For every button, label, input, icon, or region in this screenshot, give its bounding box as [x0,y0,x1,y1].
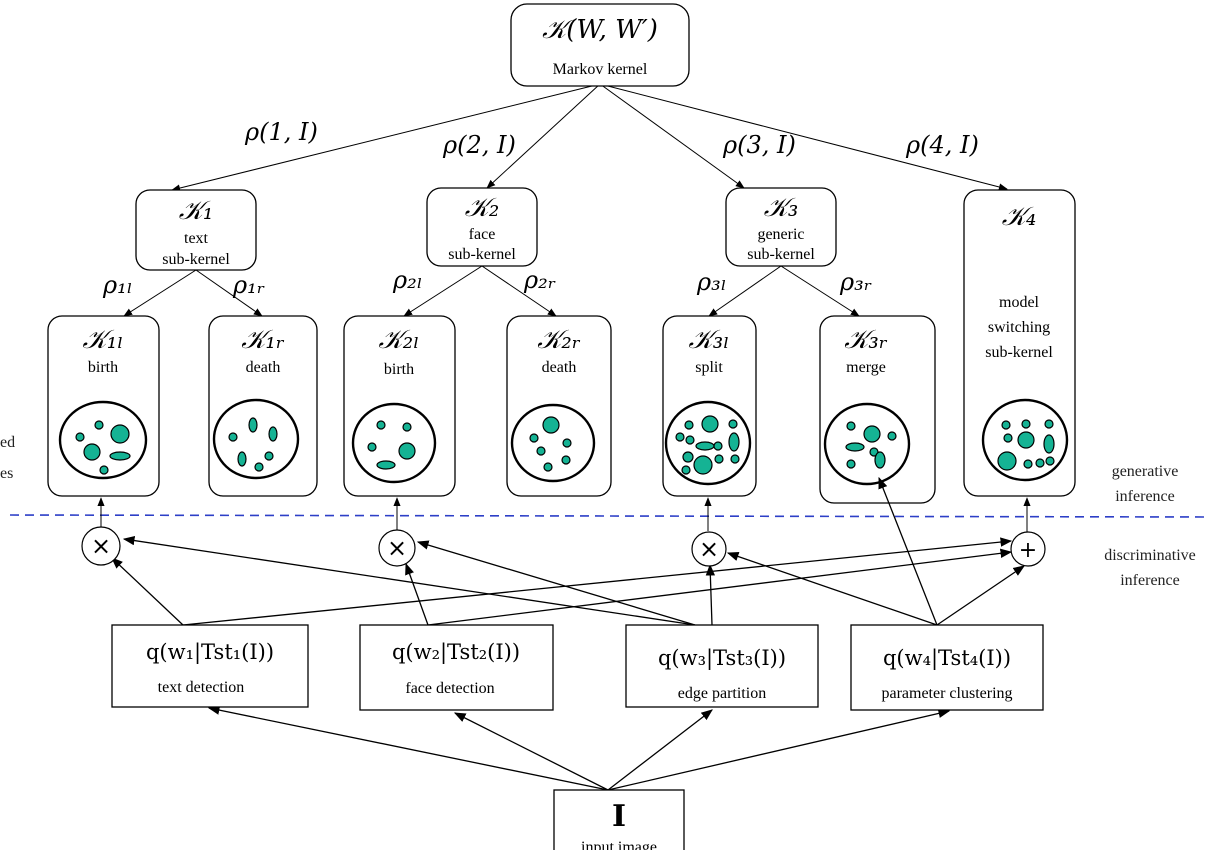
detector-edge-formula: q(w₃|Tst₃(I)) [658,646,786,671]
subkernel-edges [123,265,860,317]
detector-parameter: q(w₄|Tst₄(I)) parameter clustering [850,624,1044,711]
leaf-2l-label: birth [384,361,414,378]
branch-weight-4: ρ(4, I) [905,131,979,159]
sub-weight-1r: ρ₁ᵣ [232,271,265,299]
discriminative-label: discriminative [1104,547,1196,564]
subkernel-2-label: face [469,226,496,243]
leaf-2r-symbol: 𝒦₂ᵣ [537,325,581,355]
svg-text:×: × [91,532,111,560]
detector-parameter-label: parameter clustering [881,685,1012,702]
leaf-3r-label: merge [846,359,886,376]
svg-text:×: × [387,534,407,562]
detector-face: q(w₂|Tst₂(I)) face detection [359,624,554,711]
input-to-detector-arrows [207,705,951,791]
layer-divider [9,514,1211,518]
leaf-2l-symbol: 𝒦₂ₗ [379,325,420,355]
side-label-left: ed [0,434,15,451]
subkernel-2-label-2: sub-kernel [448,246,516,263]
root-kernel-symbol: 𝒦(W, W′) [542,15,658,45]
subkernel-4-label-3: sub-kernel [985,344,1053,361]
detector-text-formula: q(w₁|Tst₁(I)) [146,640,274,665]
detector-edge: q(w₃|Tst₃(I)) edge partition [625,624,819,708]
subkernel-4-label: model [999,294,1040,311]
branch-weight-1: ρ(1, I) [244,118,318,146]
discriminative-label-2: inference [1120,572,1180,589]
generative-label-2: inference [1115,488,1175,505]
input-image-node: I input image [553,789,685,850]
sub-weight-3r: ρ₃ᵣ [839,268,872,296]
operator-multiply-3: × [691,531,727,567]
leaf-kernel-1r: 𝒦₁ᵣ death [208,315,318,497]
detector-text: q(w₁|Tst₁(I)) text detection [111,624,309,708]
subkernel-2: 𝒦₂ face sub-kernel [426,187,538,267]
operator-plus: + [1010,531,1046,567]
operator-multiply-2: × [378,529,416,567]
sub-weights: ρ₁ₗ ρ₁ᵣ ρ₂ₗ ρ₂ᵣ ρ₃ₗ ρ₃ᵣ [102,266,872,299]
subkernel-3: 𝒦₃ generic sub-kernel [725,187,837,267]
svg-text:+: + [1019,538,1037,563]
input-image-symbol: I [612,799,626,834]
root-kernel-node: 𝒦(W, W′) Markov kernel [510,3,690,87]
sub-weight-3l: ρ₃ₗ [696,268,727,296]
leaf-kernel-3r: 𝒦₃ᵣ merge [819,315,936,504]
leaf-2r-label: death [542,359,577,376]
svg-text:×: × [699,535,719,563]
leaf-kernel-3l: 𝒦₃ₗ split [662,315,757,497]
cell-illustration [510,403,596,483]
operator-up-arrows [97,497,1031,532]
detector-face-formula: q(w₂|Tst₂(I)) [392,640,520,665]
leaf-kernel-1l: 𝒦₁ₗ birth [47,315,160,497]
leaf-3l-label: split [695,359,723,376]
root-edges [171,83,1008,192]
subkernel-4-label-2: switching [988,319,1050,336]
sub-weight-1l: ρ₁ₗ [102,271,133,299]
leaf-3r-symbol: 𝒦₃ᵣ [844,325,888,355]
detector-edge-label: edge partition [678,685,766,702]
detector-text-label: text detection [158,679,245,696]
detector-face-label: face detection [405,680,494,697]
subkernel-2-symbol: 𝒦₂ [465,193,500,223]
subkernel-1-symbol: 𝒦₁ [179,196,214,226]
sub-weight-2l: ρ₂ₗ [392,266,423,294]
leaf-3l-symbol: 𝒦₃ₗ [689,325,730,355]
generative-label: generative [1112,463,1179,480]
subkernel-1-label: text [184,230,209,247]
leaf-1r-symbol: 𝒦₁ᵣ [241,325,285,355]
leaf-1l-label: birth [88,359,118,376]
leaf-kernel-2r: 𝒦₂ᵣ death [506,315,612,497]
branch-weight-3: ρ(3, I) [722,131,796,159]
subkernel-1: 𝒦₁ text sub-kernel [135,189,257,271]
subkernel-4-cell [981,398,1069,482]
side-label-left-2: es [0,465,13,482]
sub-weight-2r: ρ₂ᵣ [523,266,556,294]
leaf-1r-label: death [246,359,281,376]
subkernel-3-label: generic [757,226,804,243]
subkernel-1-label-2: sub-kernel [162,251,230,268]
root-kernel-label: Markov kernel [553,61,648,78]
leaf-kernel-2l: 𝒦₂ₗ birth [343,315,456,497]
operator-multiply-1: × [81,526,121,566]
leaf-1l-symbol: 𝒦₁ₗ [83,325,124,355]
subkernel-3-label-2: sub-kernel [747,246,815,263]
input-image-label: input image [581,839,657,850]
detector-parameter-formula: q(w₄|Tst₄(I)) [883,646,1011,671]
subkernel-3-symbol: 𝒦₃ [764,193,799,223]
cell-illustration [351,402,437,484]
branch-weights: ρ(1, I) ρ(2, I) ρ(3, I) ρ(4, I) [244,118,979,159]
branch-weight-2: ρ(2, I) [442,131,516,159]
cell-illustration [212,398,300,480]
cell-illustration [823,402,911,486]
subkernel-4-symbol: 𝒦₄ [1002,202,1037,232]
detector-to-operator-arrows [111,476,1025,626]
